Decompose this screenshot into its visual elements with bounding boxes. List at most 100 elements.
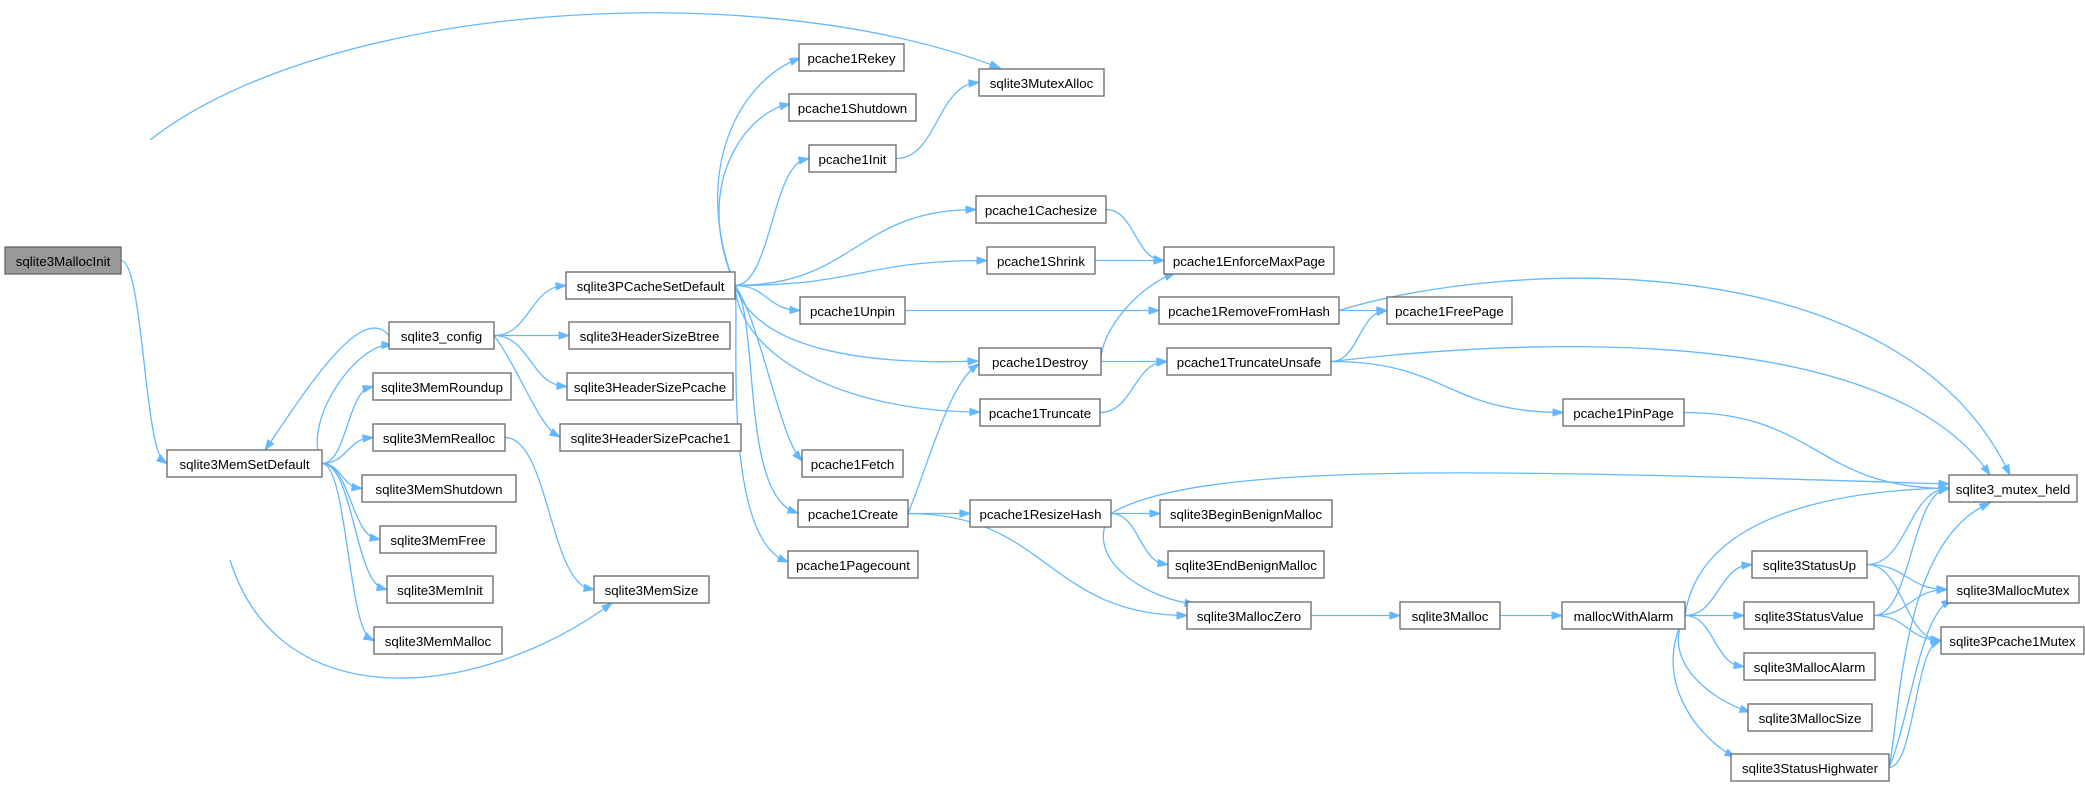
node-pcache1truncateunsafe[interactable]: pcache1TruncateUnsafe bbox=[1166, 347, 1332, 376]
node-label: sqlite3EndBenignMalloc bbox=[1175, 558, 1317, 573]
node-box bbox=[565, 271, 736, 300]
node-sqlite3pcachesetdefault[interactable]: sqlite3PCacheSetDefault bbox=[565, 271, 736, 300]
edge-pcache1shrink-to-pcache1enforcemaxpage bbox=[1094, 256, 1166, 265]
node-sqlite3endbenignmalloc[interactable]: sqlite3EndBenignMalloc bbox=[1167, 550, 1325, 579]
node-sqlite3mallocsize[interactable]: sqlite3MallocSize bbox=[1747, 703, 1873, 732]
edge-mallocwithalarm-to-sqlite3statusvalue bbox=[1685, 611, 1746, 620]
edge-sqlite3-config-to-sqlite3headersizebtree bbox=[494, 331, 571, 340]
edge-sqlite3pcachesetdefault-to-pcache1cachesize bbox=[734, 205, 978, 287]
node-sqlite3-mutex-held[interactable]: sqlite3_mutex_held bbox=[1948, 474, 2078, 503]
node-pcache1fetch[interactable]: pcache1Fetch bbox=[801, 449, 904, 478]
node-box bbox=[797, 499, 909, 528]
node-sqlite3memroundup[interactable]: sqlite3MemRoundup bbox=[372, 372, 512, 401]
arrowhead bbox=[1176, 611, 1189, 620]
edge-sqlite3pcachesetdefault-to-pcache1truncate bbox=[734, 285, 982, 417]
node-sqlite3memsize[interactable]: sqlite3MemSize bbox=[593, 575, 710, 604]
node-pcache1cachesize[interactable]: pcache1Cachesize bbox=[975, 195, 1107, 224]
arrowhead bbox=[1376, 307, 1389, 317]
node-sqlite3statushighwater[interactable]: sqlite3StatusHighwater bbox=[1730, 753, 1890, 782]
node-pcache1unpin[interactable]: pcache1Unpin bbox=[799, 296, 906, 325]
node-sqlite3statusvalue[interactable]: sqlite3StatusValue bbox=[1743, 601, 1875, 630]
node-mallocwithalarm[interactable]: mallocWithAlarm bbox=[1561, 601, 1686, 630]
node-pcache1pinpage[interactable]: pcache1PinPage bbox=[1562, 398, 1685, 427]
node-label: sqlite3MutexAlloc bbox=[990, 76, 1094, 91]
node-pcache1freepage[interactable]: pcache1FreePage bbox=[1386, 296, 1513, 325]
arrowhead bbox=[1157, 558, 1170, 568]
node-pcache1removefromhash[interactable]: pcache1RemoveFromHash bbox=[1158, 296, 1340, 325]
edge-sqlite3pcachesetdefault-to-pcache1rekey bbox=[717, 57, 802, 286]
node-sqlite3pcache1mutex[interactable]: sqlite3Pcache1Mutex bbox=[1940, 626, 2085, 655]
node-pcache1truncate[interactable]: pcache1Truncate bbox=[979, 398, 1101, 427]
node-label: sqlite3MemMalloc bbox=[385, 634, 492, 649]
node-sqlite3memfree[interactable]: sqlite3MemFree bbox=[379, 525, 497, 554]
node-box bbox=[788, 93, 917, 122]
node-sqlite3mutexalloc[interactable]: sqlite3MutexAlloc bbox=[978, 68, 1105, 97]
node-pcache1destroy[interactable]: pcache1Destroy bbox=[978, 347, 1102, 376]
node-sqlite3statusup[interactable]: sqlite3StatusUp bbox=[1751, 550, 1868, 579]
node-label: sqlite3MemInit bbox=[397, 583, 483, 598]
node-pcache1resizehash[interactable]: pcache1ResizeHash bbox=[969, 499, 1112, 528]
arrowhead bbox=[1149, 509, 1162, 518]
edge-pcache1cachesize-to-pcache1enforcemaxpage bbox=[1105, 208, 1166, 264]
node-box bbox=[1940, 626, 2085, 655]
node-sqlite3meminit[interactable]: sqlite3MemInit bbox=[386, 575, 494, 604]
node-pcache1init[interactable]: pcache1Init bbox=[808, 144, 897, 173]
node-sqlite3headersizebtree[interactable]: sqlite3HeaderSizeBtree bbox=[568, 321, 731, 350]
edge-pcache1truncateunsafe-to-pcache1pinpage bbox=[1330, 360, 1565, 417]
node-sqlite3memmalloc[interactable]: sqlite3MemMalloc bbox=[373, 626, 503, 655]
node-label: sqlite3MemSetDefault bbox=[179, 457, 309, 472]
edge-sqlite3-config-to-sqlite3headersizepcache1 bbox=[493, 335, 562, 438]
arrowhead bbox=[965, 205, 978, 214]
node-label: sqlite3StatusUp bbox=[1763, 558, 1856, 573]
arrowhead bbox=[368, 533, 382, 542]
node-label: mallocWithAlarm bbox=[1574, 609, 1674, 624]
node-sqlite3mallocinit[interactable]: sqlite3MallocInit bbox=[4, 246, 122, 275]
node-box bbox=[361, 474, 517, 503]
edge-sqlite3statusvalue-to-sqlite3mallocmutex bbox=[1873, 585, 1949, 617]
node-label: sqlite3MemShutdown bbox=[375, 482, 502, 497]
node-box bbox=[566, 372, 734, 401]
node-pcache1enforcemaxpage[interactable]: pcache1EnforceMaxPage bbox=[1163, 246, 1335, 275]
node-sqlite3mallocmutex[interactable]: sqlite3MallocMutex bbox=[1946, 575, 2080, 604]
node-pcache1rekey[interactable]: pcache1Rekey bbox=[798, 43, 905, 72]
arrowhead bbox=[1741, 561, 1754, 570]
edge-pcache1init-to-sqlite3mutexalloc bbox=[895, 79, 981, 160]
node-sqlite3beginbenignmalloc[interactable]: sqlite3BeginBenignMalloc bbox=[1159, 499, 1333, 528]
node-sqlite3malloc[interactable]: sqlite3Malloc bbox=[1399, 601, 1501, 630]
edge-sqlite3statushighwater-to-sqlite3-mutex-held bbox=[1888, 502, 1992, 768]
node-sqlite3memshutdown[interactable]: sqlite3MemShutdown bbox=[361, 474, 517, 503]
node-label: sqlite3StatusHighwater bbox=[1742, 761, 1879, 776]
node-box bbox=[1386, 296, 1513, 325]
node-box bbox=[1399, 601, 1501, 630]
node-sqlite3memrealloc[interactable]: sqlite3MemRealloc bbox=[372, 423, 506, 452]
arrowhead bbox=[351, 482, 364, 492]
node-sqlite3headersizepcache1[interactable]: sqlite3HeaderSizePcache1 bbox=[559, 423, 742, 452]
edge-sqlite3pcachesetdefault-to-pcache1shrink bbox=[734, 256, 989, 287]
node-label: pcache1Unpin bbox=[810, 304, 895, 319]
node-pcache1shrink[interactable]: pcache1Shrink bbox=[986, 246, 1096, 275]
node-label: sqlite3MallocAlarm bbox=[1754, 660, 1866, 675]
node-box bbox=[808, 144, 897, 173]
node-label: sqlite3Malloc bbox=[1412, 609, 1489, 624]
edge-sqlite3malloc-to-mallocwithalarm bbox=[1500, 611, 1564, 620]
node-sqlite3malloczero[interactable]: sqlite3MallocZero bbox=[1186, 601, 1312, 630]
arrowhead bbox=[1733, 661, 1746, 670]
edge-sqlite3statushighwater-to-sqlite3mallocmutex bbox=[1888, 599, 1954, 768]
node-label: pcache1PinPage bbox=[1573, 406, 1674, 421]
arrowhead bbox=[582, 583, 596, 592]
node-box bbox=[1159, 499, 1333, 528]
arrowhead bbox=[1733, 611, 1746, 620]
node-label: pcache1Truncate bbox=[989, 406, 1091, 421]
node-pcache1create[interactable]: pcache1Create bbox=[797, 499, 909, 528]
node-sqlite3mallocalarm[interactable]: sqlite3MallocAlarm bbox=[1743, 652, 1876, 681]
node-sqlite3-config[interactable]: sqlite3_config bbox=[388, 321, 495, 350]
node-pcache1shutdown[interactable]: pcache1Shutdown bbox=[788, 93, 917, 122]
arrowhead bbox=[1937, 486, 1951, 495]
arrowhead bbox=[362, 632, 376, 642]
edge-sqlite3pcachesetdefault-to-pcache1pagecount bbox=[734, 285, 790, 563]
node-pcache1pagecount[interactable]: pcache1Pagecount bbox=[787, 550, 919, 579]
node-box bbox=[969, 499, 1112, 528]
edge-pcache1create-to-sqlite3malloczero bbox=[907, 512, 1189, 620]
node-sqlite3headersizepcache[interactable]: sqlite3HeaderSizePcache bbox=[566, 372, 734, 401]
node-sqlite3memsetdefault[interactable]: sqlite3MemSetDefault bbox=[166, 449, 323, 478]
